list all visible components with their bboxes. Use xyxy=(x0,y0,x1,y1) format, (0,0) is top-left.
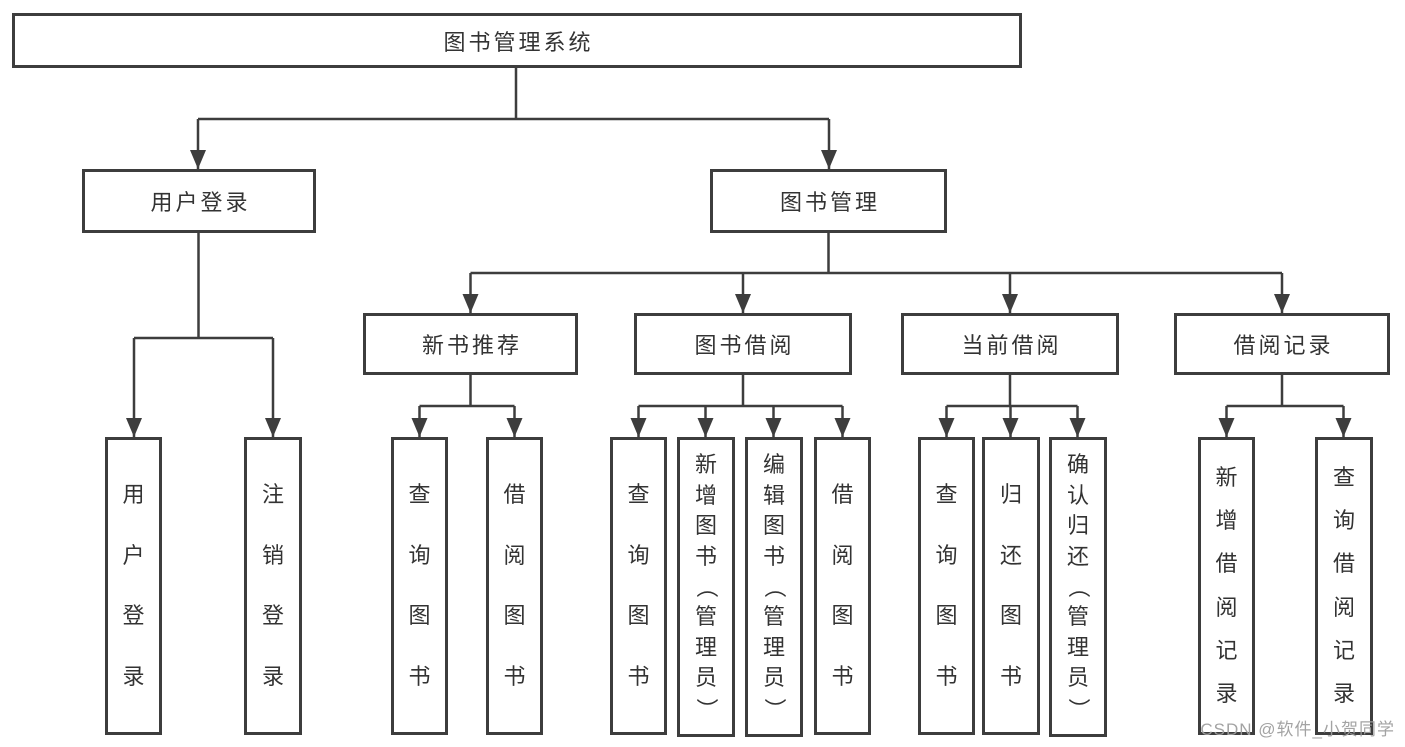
node-rec-borrow-books-label: 借阅图书 xyxy=(503,482,526,689)
csdn-watermark: CSDN @软件_小贺同学 xyxy=(1200,720,1395,739)
node-cb-confirm-return: 确认归还（管理员） xyxy=(1049,437,1107,737)
node-bb-borrow-books-label: 借阅图书 xyxy=(831,482,854,689)
node-current-borrow-label: 当前借阅 xyxy=(961,333,1062,358)
node-br-add-record: 新增借阅记录 xyxy=(1198,437,1255,735)
node-cb-confirm-return-label: 确认归还（管理员） xyxy=(1065,452,1091,720)
node-bb-query-books-label: 查询图书 xyxy=(627,482,650,689)
node-root: 图书管理系统 xyxy=(12,13,1022,68)
node-borrow-records-label: 借阅记录 xyxy=(1233,333,1334,358)
node-current-borrow: 当前借阅 xyxy=(901,313,1119,375)
node-bb-add-books-label: 新增图书（管理员） xyxy=(693,452,719,720)
node-user-login-label: 用户登录 xyxy=(150,190,251,215)
node-bb-edit-books-label: 编辑图书（管理员） xyxy=(761,452,787,720)
node-cb-return-books: 归还图书 xyxy=(982,437,1040,735)
node-leaf-logout-label: 注销登录 xyxy=(261,482,284,689)
node-rec-query-books: 查询图书 xyxy=(391,437,448,735)
node-br-query-record-label: 查询借阅记录 xyxy=(1332,465,1355,706)
node-bb-borrow-books: 借阅图书 xyxy=(814,437,871,735)
node-br-add-record-label: 新增借阅记录 xyxy=(1215,465,1238,706)
node-bb-query-books: 查询图书 xyxy=(610,437,667,735)
node-new-book-recommend-label: 新书推荐 xyxy=(421,333,522,358)
node-cb-query-books: 查询图书 xyxy=(918,437,975,735)
node-root-label: 图书管理系统 xyxy=(443,29,594,55)
node-new-book-recommend: 新书推荐 xyxy=(363,313,578,375)
node-bb-add-books: 新增图书（管理员） xyxy=(677,437,735,737)
node-rec-borrow-books: 借阅图书 xyxy=(486,437,543,735)
node-book-management-label: 图书管理 xyxy=(779,190,880,215)
node-book-borrow-label: 图书借阅 xyxy=(694,333,795,358)
node-leaf-user-login-label: 用户登录 xyxy=(122,482,145,689)
node-borrow-records: 借阅记录 xyxy=(1174,313,1390,375)
node-book-borrow: 图书借阅 xyxy=(634,313,852,375)
node-rec-query-books-label: 查询图书 xyxy=(408,482,431,689)
node-book-management: 图书管理 xyxy=(710,169,947,233)
node-leaf-logout: 注销登录 xyxy=(244,437,302,735)
tree-trunk-lines xyxy=(134,68,1344,408)
node-bb-edit-books: 编辑图书（管理员） xyxy=(745,437,803,737)
node-br-query-record: 查询借阅记录 xyxy=(1315,437,1373,735)
node-user-login: 用户登录 xyxy=(82,169,316,233)
node-cb-query-books-label: 查询图书 xyxy=(935,482,958,689)
tree-arrow-lines xyxy=(126,119,1352,437)
node-cb-return-books-label: 归还图书 xyxy=(999,482,1022,689)
node-leaf-user-login: 用户登录 xyxy=(105,437,162,735)
